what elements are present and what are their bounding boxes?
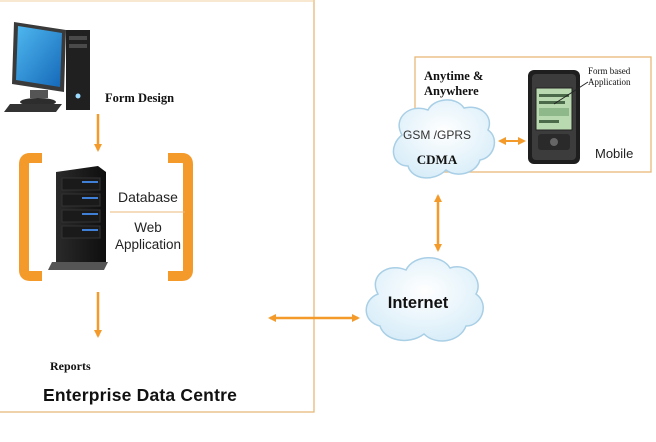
datacenter-bracket-left [19, 153, 42, 281]
gsm-gprs-label: GSM /GPRS [402, 128, 471, 142]
mobile-label: Mobile [595, 146, 634, 161]
desktop-computer-icon [4, 22, 90, 112]
server-icon [48, 166, 108, 270]
internet-cloud [365, 257, 484, 342]
enterprise-data-centre-title: Enterprise Data Centre [43, 385, 238, 405]
enterprise-panel-border [0, 0, 315, 413]
cdma-label: CDMA [416, 152, 458, 167]
reports-label: Reports [50, 359, 91, 373]
form-based-application-label: Form based Application [588, 66, 631, 87]
form-design-label: Form Design [105, 91, 175, 105]
datacenter-bracket-right [168, 153, 193, 281]
data-center-label: Data Center [34, 178, 46, 238]
web-application-label: Web Application [114, 220, 182, 252]
mobile-phone-icon [528, 70, 580, 164]
gsm-cloud [392, 99, 496, 179]
anytime-anywhere-label: Anytime & Anywhere [424, 69, 484, 98]
internet-label: Internet [387, 294, 449, 312]
database-label: Database [118, 189, 178, 205]
form-app-pointer [553, 81, 589, 105]
